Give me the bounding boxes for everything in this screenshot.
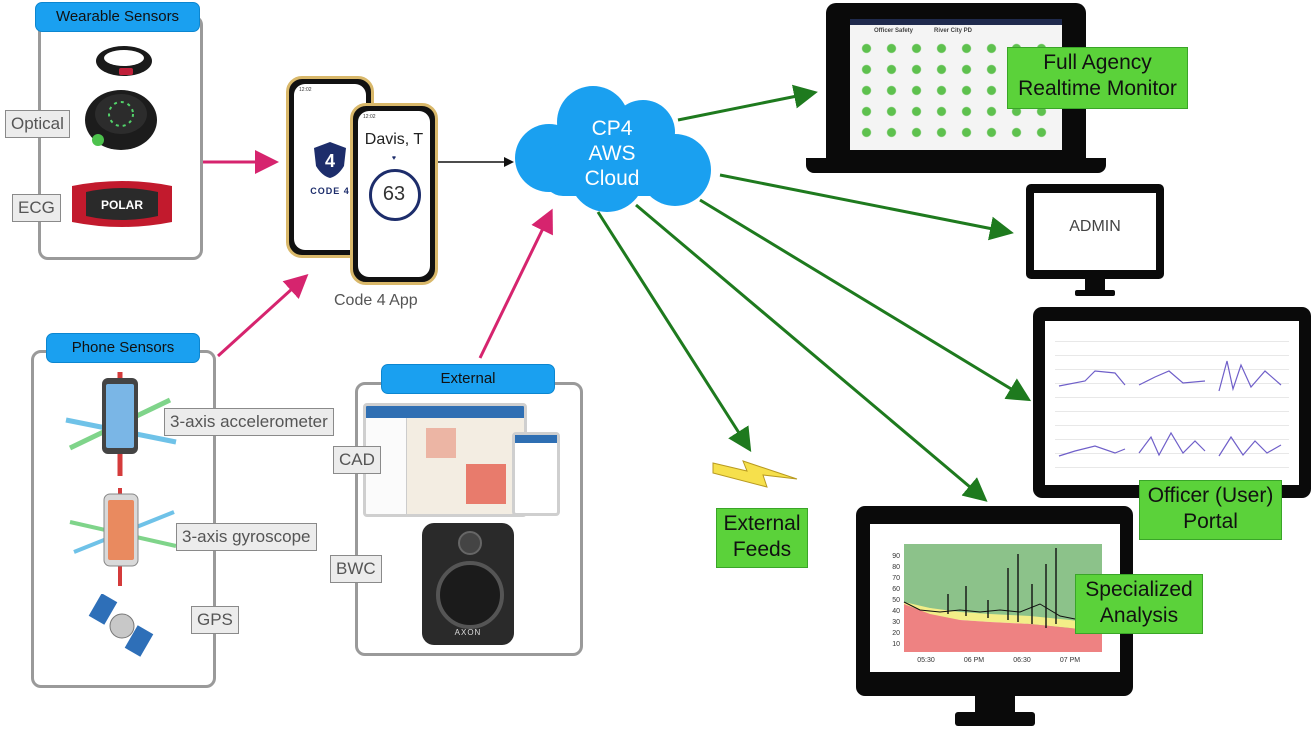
admin-monitor-stand bbox=[1085, 279, 1105, 291]
gyroscope-label: 3-axis gyroscope bbox=[176, 523, 317, 551]
accelerometer-label: 3-axis accelerometer bbox=[164, 408, 334, 436]
external-feeds-line2: Feeds bbox=[732, 538, 792, 561]
arrow-external-to-cloud bbox=[478, 208, 553, 359]
lightning-bolt-icon bbox=[712, 460, 798, 488]
portal-chart-grid bbox=[1055, 341, 1289, 471]
external-feeds-label: External Feeds bbox=[716, 508, 808, 568]
code4-logo-text: CODE 4 bbox=[310, 186, 350, 196]
phone-status-time: 12:02 bbox=[299, 87, 312, 93]
cloud-label: CP4 AWS Cloud bbox=[560, 116, 664, 191]
gyroscope-image bbox=[69, 488, 177, 586]
svg-text:40: 40 bbox=[892, 608, 900, 615]
admin-monitor: ADMIN bbox=[1026, 184, 1164, 279]
svg-text:10: 10 bbox=[892, 641, 900, 648]
axon-body-camera-image: AXON bbox=[422, 523, 514, 645]
analysis-monitor-foot bbox=[955, 712, 1035, 726]
analysis-line2: Analysis bbox=[1099, 604, 1179, 627]
optical-label: Optical bbox=[5, 110, 70, 138]
phone-sensors-title: Phone Sensors bbox=[46, 333, 200, 363]
svg-text:20: 20 bbox=[892, 630, 900, 637]
svg-text:4: 4 bbox=[325, 151, 335, 171]
svg-text:50: 50 bbox=[892, 597, 900, 604]
external-feeds-line1: External bbox=[723, 512, 801, 535]
agency-laptop-base bbox=[806, 158, 1106, 173]
admin-monitor-foot bbox=[1075, 290, 1115, 296]
wrist-band-image bbox=[96, 46, 152, 76]
wearable-sensors-title: Wearable Sensors bbox=[35, 2, 200, 32]
cad-label: CAD bbox=[333, 446, 381, 474]
officer-portal-screen bbox=[1045, 321, 1299, 485]
analysis-data-spikes bbox=[947, 548, 1057, 628]
agency-monitor-line1: Full Agency bbox=[1043, 51, 1152, 74]
analysis-monitor-stand bbox=[975, 694, 1015, 714]
axon-brand-text: AXON bbox=[454, 628, 482, 637]
agency-header-right: River City PD bbox=[934, 28, 973, 34]
arrow-cloud-to-analysis bbox=[635, 203, 988, 502]
agency-monitor-line2: Realtime Monitor bbox=[1018, 77, 1177, 100]
external-title: External bbox=[381, 364, 555, 394]
cad-tablet-image bbox=[512, 432, 560, 516]
app-phone-front: 12:02 Davis, T 63 ♥ bbox=[350, 103, 438, 285]
gps-satellite-image bbox=[88, 594, 154, 657]
ecg-strap-image: POLAR bbox=[72, 181, 172, 227]
portal-line2: Portal bbox=[1183, 510, 1238, 533]
ecg-label: ECG bbox=[12, 194, 61, 222]
agency-header-left: Officer Safety bbox=[874, 28, 914, 34]
cad-map-image bbox=[363, 403, 527, 517]
gps-label: GPS bbox=[191, 606, 239, 634]
svg-text:80: 80 bbox=[892, 564, 900, 571]
analysis-y-ticks: 90 80 70 60 50 40 30 20 10 bbox=[892, 553, 900, 648]
officer-portal-monitor bbox=[1033, 307, 1311, 498]
svg-text:05:30: 05:30 bbox=[917, 657, 935, 664]
arrow-cloud-to-agency-monitor bbox=[677, 84, 818, 122]
optical-sensor-image bbox=[85, 90, 157, 150]
officer-portal-label: Officer (User) Portal bbox=[1139, 480, 1282, 540]
svg-text:60: 60 bbox=[892, 586, 900, 593]
analysis-chart: 90 80 70 60 50 40 30 20 10 05:30 06 PM 0… bbox=[892, 544, 1103, 664]
heart-rate-value: 63 bbox=[382, 183, 406, 205]
heart-icon: ♥ bbox=[391, 155, 397, 162]
phone-status-time: 12:02 bbox=[363, 114, 376, 120]
heart-rate-ring bbox=[369, 169, 421, 221]
code4-app-caption: Code 4 App bbox=[334, 292, 418, 309]
cloud-line1: CP4 bbox=[591, 117, 633, 140]
portal-line1: Officer (User) bbox=[1147, 484, 1274, 507]
svg-text:70: 70 bbox=[892, 575, 900, 582]
arrow-phone-to-app bbox=[216, 273, 309, 358]
svg-text:06:30: 06:30 bbox=[1013, 657, 1031, 664]
polar-brand-text: POLAR bbox=[101, 198, 143, 212]
svg-text:07 PM: 07 PM bbox=[1060, 657, 1080, 664]
analysis-x-ticks: 05:30 06 PM 06:30 07 PM bbox=[917, 657, 1080, 664]
analysis-line1: Specialized bbox=[1085, 578, 1193, 601]
arrow-cloud-to-portal bbox=[699, 198, 1032, 402]
cloud-line2: AWS bbox=[588, 142, 636, 165]
svg-text:30: 30 bbox=[892, 619, 900, 626]
code4-shield-logo: 4 bbox=[314, 142, 346, 178]
arrow-cloud-to-admin bbox=[719, 173, 1014, 241]
agency-monitor-label: Full Agency Realtime Monitor bbox=[1007, 47, 1188, 109]
bwc-label: BWC bbox=[330, 555, 382, 583]
admin-label: ADMIN bbox=[1069, 218, 1121, 235]
app-user-name: Davis, T bbox=[364, 131, 424, 148]
svg-text:06 PM: 06 PM bbox=[964, 657, 984, 664]
arrow-cloud-to-external-feeds bbox=[596, 211, 752, 453]
aws-cloud-shape bbox=[515, 86, 711, 212]
cloud-line3: Cloud bbox=[584, 167, 640, 190]
accelerometer-image bbox=[65, 372, 177, 476]
portal-sparkline-charts bbox=[1058, 360, 1282, 457]
specialized-analysis-label: Specialized Analysis bbox=[1075, 574, 1203, 634]
svg-text:90: 90 bbox=[892, 553, 900, 560]
